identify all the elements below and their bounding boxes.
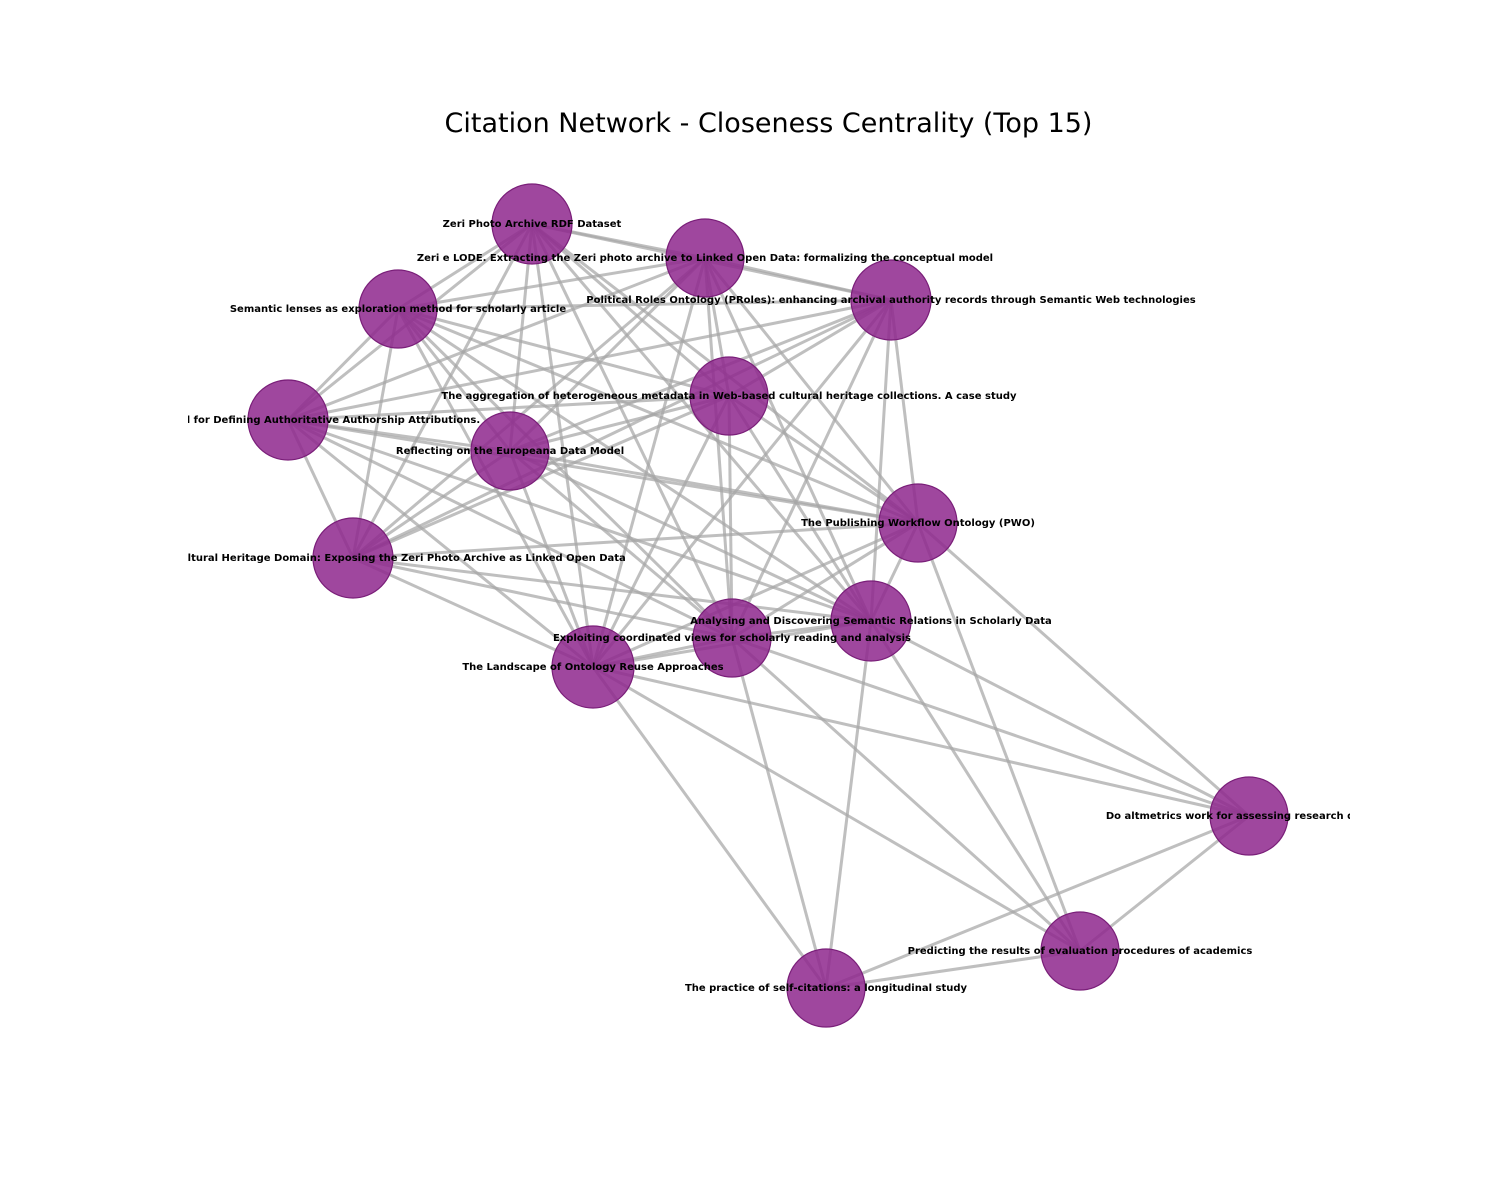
edge-zeri-lode-analysing <box>703 257 873 622</box>
edge-zeri-lode-towards <box>287 256 706 422</box>
node-label-coordinated: Exploiting coordinated views for scholar… <box>553 633 911 644</box>
node-authority[interactable] <box>312 517 394 599</box>
edge-authority-analysing <box>352 556 872 623</box>
node-label-pwo: The Publishing Workflow Ontology (PWO) <box>801 518 1035 529</box>
edge-coordinated-altmetrics <box>731 636 1250 818</box>
edge-europeana-coordinated <box>509 449 733 640</box>
node-coordinated[interactable] <box>692 598 772 678</box>
node-landscape[interactable] <box>551 625 635 709</box>
node-label-authority: Authority in the Cultural Heritage Domai… <box>80 553 626 564</box>
edge-altmetrics-selfcite <box>825 814 1250 990</box>
edge-analysing-selfcite <box>824 620 873 989</box>
edge-landscape-selfcite <box>591 666 828 989</box>
edge-landscape-predicting <box>592 665 1081 953</box>
edge-authority-landscape <box>352 556 594 669</box>
node-label-towards: Towards a Model for Defining Authoritati… <box>96 415 480 426</box>
edge-layer <box>286 222 1250 990</box>
edge-predicting-selfcite <box>825 949 1081 990</box>
node-label-landscape: The Landscape of Ontology Reuse Approach… <box>462 662 723 673</box>
node-label-analysing: Analysing and Discovering Semantic Relat… <box>690 616 1052 627</box>
edge-zeri-lode-lenses <box>397 256 706 311</box>
edge-lenses-pwo <box>397 307 919 525</box>
node-towards[interactable] <box>247 379 329 461</box>
node-label-europeana: Reflecting on the Europeana Data Model <box>396 446 624 457</box>
node-label-proles: Political Roles Ontology (PRoles): enhan… <box>586 295 1195 306</box>
edge-aggregation-landscape <box>591 395 731 668</box>
edge-zeri-rdf-coordinated <box>530 223 734 639</box>
node-predicting[interactable] <box>1040 911 1120 991</box>
edge-pwo-authority <box>352 521 919 560</box>
edge-proles-landscape <box>591 299 893 668</box>
node-label-aggregation: The aggregation of heterogeneous metadat… <box>441 391 1017 402</box>
chart-title: Citation Network - Closeness Centrality … <box>444 108 1093 139</box>
node-zeri-lode[interactable] <box>665 218 745 298</box>
node-proles[interactable] <box>850 259 932 341</box>
edge-zeri-lode-landscape <box>591 257 707 668</box>
node-lenses[interactable] <box>358 269 438 349</box>
node-label-selfcite: The practice of self-citations: a longit… <box>685 983 968 994</box>
edge-pwo-altmetrics <box>917 521 1250 818</box>
edge-aggregation-coordinated <box>727 395 734 639</box>
edge-zeri-lode-coordinated <box>703 257 734 639</box>
edge-zeri-lode-europeana <box>508 256 707 453</box>
edge-lenses-landscape <box>396 308 595 668</box>
edge-pwo-landscape <box>592 521 919 669</box>
node-label-predicting: Predicting the results of evaluation pro… <box>908 946 1253 957</box>
edge-zeri-rdf-landscape <box>530 223 595 668</box>
edge-coordinated-selfcite <box>730 637 828 989</box>
edge-pwo-predicting <box>916 522 1082 952</box>
edge-proles-lenses <box>397 298 892 311</box>
edge-aggregation-analysing <box>727 395 873 622</box>
node-label-zeri-rdf: Zeri Photo Archive RDF Dataset <box>443 219 622 230</box>
node-europeana[interactable] <box>470 411 550 491</box>
edge-towards-coordinated <box>287 418 733 640</box>
edge-towards-landscape <box>287 418 594 669</box>
node-layer <box>247 183 1289 1028</box>
node-zeri-rdf[interactable] <box>491 183 573 265</box>
edge-analysing-altmetrics <box>870 619 1250 818</box>
edge-landscape-altmetrics <box>592 665 1250 818</box>
node-label-lenses: Semantic lenses as exploration method fo… <box>230 304 567 315</box>
edge-europeana-pwo <box>509 449 919 525</box>
edge-coordinated-predicting <box>730 636 1082 953</box>
edge-analysing-predicting <box>869 620 1082 952</box>
node-aggregation[interactable] <box>689 356 769 436</box>
edge-proles-authority <box>352 298 892 560</box>
node-label-altmetrics: Do altmetrics work for assessing researc… <box>1106 811 1392 822</box>
node-altmetrics[interactable] <box>1209 776 1289 856</box>
node-selfcite[interactable] <box>786 948 866 1028</box>
edge-proles-analysing <box>869 299 893 622</box>
edge-lenses-aggregation <box>397 307 730 398</box>
edge-towards-aggregation <box>287 394 730 422</box>
node-label-zeri-lode: Zeri e LODE. Extracting the Zeri photo a… <box>417 253 993 264</box>
edge-lenses-coordinated <box>396 307 734 640</box>
edge-lenses-analysing <box>397 307 872 623</box>
node-analysing[interactable] <box>830 580 912 662</box>
edge-authority-coordinated <box>352 556 733 640</box>
node-pwo[interactable] <box>878 483 958 563</box>
edge-zeri-rdf-aggregation <box>531 222 730 398</box>
